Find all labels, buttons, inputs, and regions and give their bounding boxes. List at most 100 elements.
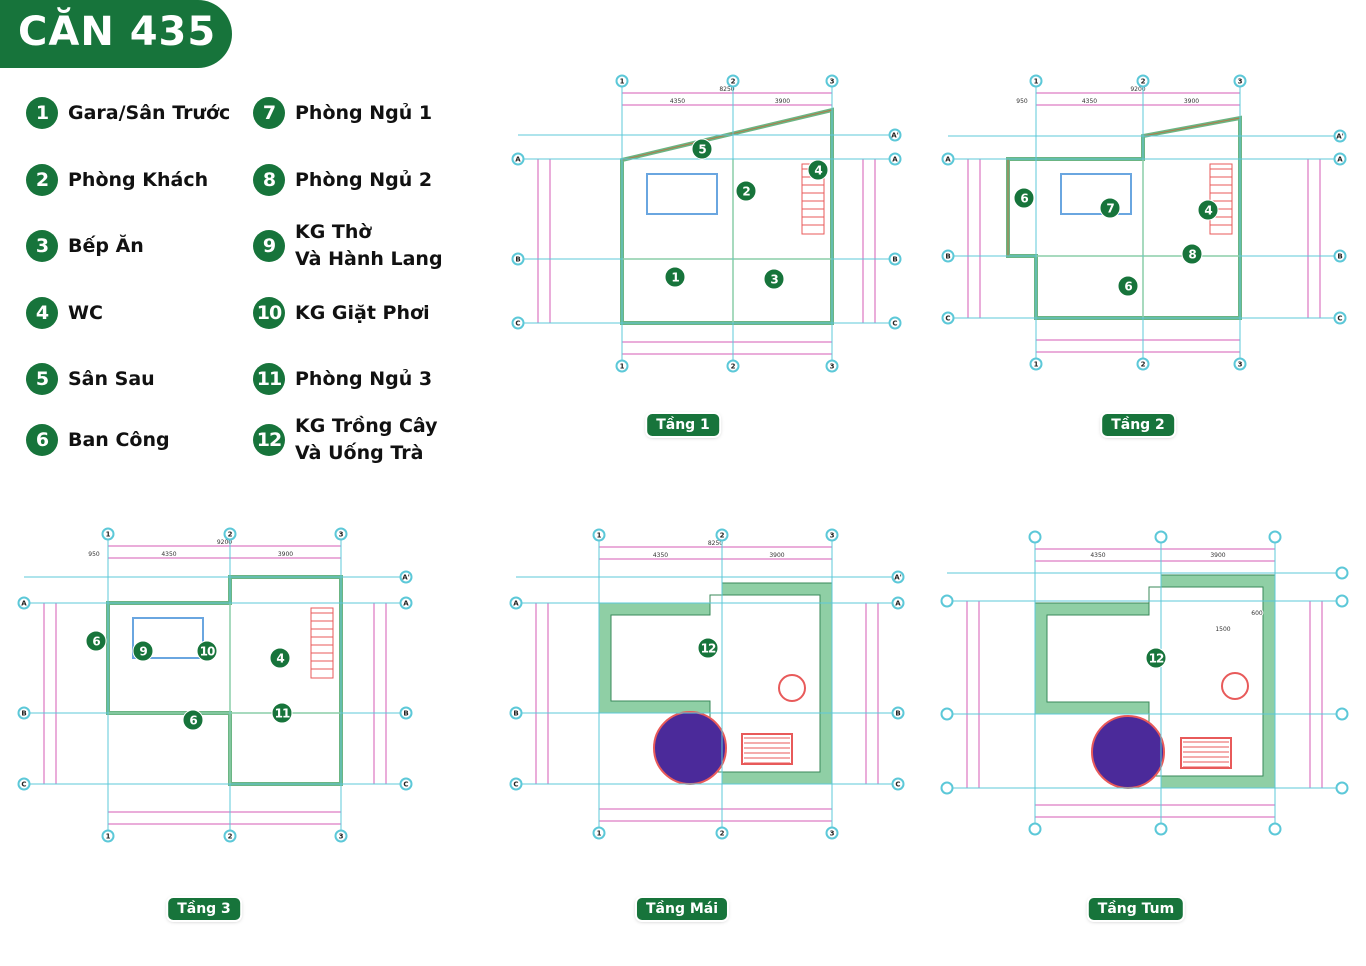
room-number-badge: 7 — [253, 97, 285, 129]
room-name: Gara/Sân Trước — [68, 101, 231, 124]
grid-axis-label: 2 — [731, 363, 736, 371]
grid-axis-bubble — [1335, 594, 1349, 608]
dimension-label: 3900 — [1184, 98, 1199, 105]
room-number-badge: 5 — [26, 363, 58, 395]
grid-axis-label: 3 — [339, 531, 344, 539]
room-number-badge: 8 — [253, 164, 285, 196]
grid-axis-label: A — [515, 156, 521, 164]
dimension-label: 950 — [1016, 98, 1028, 105]
grid-axis-bubble — [223, 829, 237, 843]
grid-axis-label: B — [513, 710, 518, 718]
grid-axis-bubble — [17, 596, 31, 610]
grid-axis-label: 2 — [731, 78, 736, 86]
grid-axis-bubble — [1136, 74, 1150, 88]
grid-axis-label: 2 — [720, 830, 725, 838]
grid-axis-bubble — [825, 528, 839, 542]
room-number-badge: 6 — [26, 424, 58, 456]
grid-axis-bubble — [1333, 311, 1347, 325]
legend-item: 4 WC — [26, 283, 103, 343]
room-number-badge: 10 — [253, 297, 285, 329]
dimension-label: 9200 — [217, 539, 232, 546]
room-marker: 6 — [1117, 275, 1139, 297]
grid-axis-bubble — [1335, 566, 1349, 580]
room-number-badge: 4 — [26, 297, 58, 329]
grid-axis-bubble — [592, 826, 606, 840]
legend-item: 7 Phòng Ngủ 1 — [253, 83, 432, 143]
grid-axis-bubble — [1028, 822, 1042, 836]
grid-axis-bubble — [509, 777, 523, 791]
stair-opening — [741, 733, 793, 765]
grid-axis-label: A — [403, 600, 409, 608]
furniture — [646, 173, 718, 215]
grid-axis-label: 1 — [106, 531, 111, 539]
grid-axis-bubble — [1333, 129, 1347, 143]
dimension-label: 9200 — [1130, 86, 1145, 93]
grid-axis-bubble — [891, 706, 905, 720]
room-name: Bếp Ăn — [68, 234, 144, 257]
grid-axis-bubble — [334, 527, 348, 541]
floor-label: Tầng 1 — [647, 414, 719, 436]
grid-axis-bubble — [615, 74, 629, 88]
grid-axis-label: 1 — [620, 78, 625, 86]
grid-axis-bubble — [101, 527, 115, 541]
room-marker: 6 — [182, 709, 204, 731]
grid-axis-label: 2 — [1141, 78, 1146, 86]
room-name: WC — [68, 301, 103, 324]
grid-axis-label: C — [403, 781, 408, 789]
grid-axis-label: B — [515, 256, 520, 264]
water-tank — [778, 674, 806, 702]
room-number-badge: 9 — [253, 230, 285, 262]
dimension-label: 4350 — [670, 98, 685, 105]
room-marker: 7 — [1099, 197, 1121, 219]
room-name: KG Thờ Và Hành Lang — [295, 221, 443, 270]
dimension-label: 600 — [1251, 610, 1263, 617]
skylight-dome — [1091, 715, 1165, 789]
grid-axis-label: B — [895, 710, 900, 718]
grid-axis-label: 3 — [830, 532, 835, 540]
room-marker: 12 — [697, 637, 719, 659]
grid-axis-bubble — [1233, 357, 1247, 371]
grid-axis-label: B — [945, 253, 950, 261]
room-marker: 4 — [807, 159, 829, 181]
grid-axis-bubble — [223, 527, 237, 541]
grid-axis-label: A — [945, 156, 951, 164]
room-name: Ban Công — [68, 428, 170, 451]
grid-axis-label: 3 — [830, 830, 835, 838]
room-marker: 10 — [196, 640, 218, 662]
grid-axis-bubble — [1268, 822, 1282, 836]
dimension-label: 8250 — [708, 540, 723, 547]
furniture — [1060, 173, 1132, 215]
grid-axis-label: A' — [891, 132, 899, 140]
grid-axis-bubble — [940, 707, 954, 721]
room-name: KG Trồng Cây Và Uống Trà — [295, 415, 438, 464]
grid-axis-bubble — [940, 594, 954, 608]
grid-axis-bubble — [888, 128, 902, 142]
grid-axis-bubble — [1333, 152, 1347, 166]
grid-axis-label: 3 — [1238, 361, 1243, 369]
dimension-label: 1500 — [1215, 626, 1230, 633]
grid-axis-label: A — [892, 156, 898, 164]
grid-axis-label: A' — [1336, 133, 1344, 141]
grid-axis-label: 1 — [1034, 361, 1039, 369]
room-name: Phòng Ngủ 1 — [295, 101, 433, 124]
grid-axis-label: 2 — [1141, 361, 1146, 369]
grid-axis-bubble — [825, 359, 839, 373]
grid-axis-label: A — [513, 600, 519, 608]
roof-terrace — [610, 594, 821, 773]
grid-axis-bubble — [1268, 530, 1282, 544]
dimension-label: 3900 — [1210, 552, 1225, 559]
dimension-label: 4350 — [1090, 552, 1105, 559]
room-marker: 9 — [132, 640, 154, 662]
room-number-badge: 1 — [26, 97, 58, 129]
grid-axis-bubble — [825, 826, 839, 840]
grid-axis-label: A — [895, 600, 901, 608]
dimension-label: 4350 — [161, 551, 176, 558]
grid-axis-bubble — [825, 74, 839, 88]
page-title: CĂN 435 — [18, 9, 217, 55]
